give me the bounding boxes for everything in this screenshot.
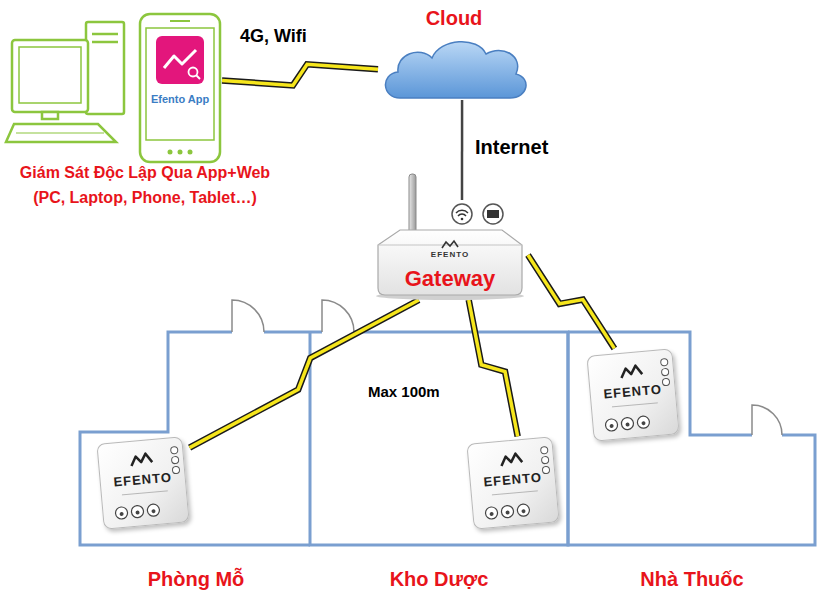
gateway-label: EFENTO [372,250,528,260]
room-label: Kho Dược [308,566,570,592]
wireless-link [528,255,614,348]
caption-text: (PC, Laptop, Phone, Tablet…) [33,189,257,207]
room-label: Nhà Thuốc [566,566,818,592]
range-label: Max 100m [368,383,440,400]
phone-outline [138,12,222,164]
room-label: Phòng Mỗ [78,566,314,592]
sensor-device: EFENTO [586,348,679,441]
gateway-label: Gateway [372,266,528,292]
connection-label: Internet [475,136,548,159]
phone-label: Efento App [138,92,222,106]
room-outline: Kho Dược EFENTO [308,298,570,600]
sensor-label: EFENTO [470,468,555,491]
wireless-link [222,64,378,85]
wireless-link [469,300,518,436]
sensor-label: EFENTO [100,468,185,491]
sensor-label: EFENTO [590,380,675,403]
sensor-device: EFENTO [96,436,189,529]
room-outline: Phòng Mỗ EFENTO [78,298,314,600]
gateway-device: EFENTO Gateway [372,200,528,300]
sensor-device: EFENTO [466,436,559,529]
pc-icon [6,22,124,142]
room-outline: Nhà Thuốc EFENTO [566,298,818,600]
room-outline [566,298,818,600]
wireless-link [190,300,419,448]
connection-label: 4G, Wifi [240,26,307,47]
cloud-label: Cloud [378,6,530,30]
caption-text: Giám Sát Độc Lập Qua App+Web [20,164,270,182]
internet-line [462,100,463,200]
cloud-shape: Cloud [378,4,530,100]
phone-app: Efento App [138,12,222,164]
